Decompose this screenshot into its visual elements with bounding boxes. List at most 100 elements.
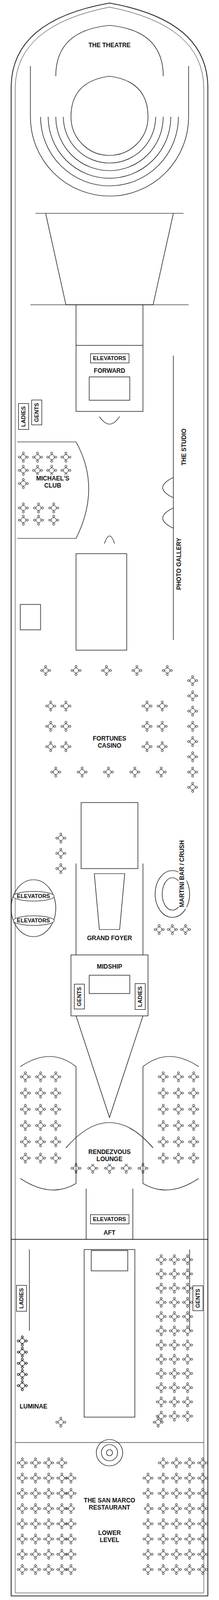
- table-symbol: [48, 668, 51, 671]
- table-symbol: [161, 699, 164, 702]
- table-symbol: [50, 1122, 53, 1125]
- table-symbol: [19, 1380, 25, 1386]
- table-symbol: [173, 1280, 176, 1283]
- table-symbol: [30, 1535, 33, 1538]
- table-symbol: [192, 1535, 195, 1538]
- table-symbol: [192, 1077, 195, 1080]
- table-symbol: [24, 1118, 27, 1121]
- room-label: LADIES: [18, 1285, 25, 1306]
- table-symbol: [60, 1539, 63, 1542]
- table-symbol: [129, 1164, 132, 1167]
- table-symbol: [54, 1093, 57, 1097]
- table-symbol: [155, 1416, 161, 1422]
- elevator-lobby: [11, 878, 56, 935]
- table-symbol: [181, 1073, 184, 1076]
- table-symbol: [173, 1351, 176, 1354]
- table-symbol: [166, 1106, 169, 1109]
- table-symbol: [175, 1454, 178, 1457]
- table-symbol: [169, 1312, 172, 1316]
- table-symbol: [137, 1164, 140, 1167]
- table-symbol: [184, 1519, 187, 1522]
- table-symbol: [190, 1312, 193, 1316]
- table-symbol: [40, 455, 43, 458]
- table-symbol: [164, 1412, 167, 1415]
- table-symbol: [186, 1260, 189, 1263]
- table-symbol: [50, 1154, 53, 1157]
- table-symbol: [54, 1102, 57, 1105]
- table-symbol: [17, 1370, 20, 1373]
- table-symbol: [186, 1365, 189, 1368]
- table-symbol: [28, 1138, 31, 1141]
- table-symbol: [46, 1487, 52, 1493]
- table-symbol: [188, 926, 191, 929]
- table-symbol: [162, 926, 165, 929]
- table-symbol: [196, 1154, 199, 1157]
- table-symbol: [34, 1523, 37, 1526]
- table-symbol: [192, 1102, 195, 1105]
- table-symbol: [166, 664, 169, 667]
- table-symbol: [43, 1089, 46, 1092]
- table-symbol: [145, 1503, 151, 1509]
- table-symbol: [175, 1493, 178, 1496]
- table-symbol: [164, 1327, 167, 1330]
- table-symbol: [160, 1288, 163, 1291]
- table-symbol: [142, 1535, 145, 1538]
- table-symbol: [171, 1489, 174, 1492]
- table-symbol: [103, 666, 109, 672]
- table-symbol: [181, 1089, 184, 1092]
- table-symbol: [17, 1348, 20, 1351]
- table-symbol: [21, 1333, 24, 1336]
- table-symbol: [39, 1158, 42, 1161]
- table-symbol: [22, 477, 25, 480]
- table-symbol: [188, 1138, 191, 1141]
- table-symbol: [159, 722, 165, 728]
- table-symbol: [25, 1504, 28, 1507]
- table-symbol: [32, 1518, 39, 1524]
- table-symbol: [58, 1154, 61, 1157]
- table-symbol: [145, 1548, 151, 1554]
- table-symbol: [173, 1487, 179, 1493]
- table-symbol: [52, 514, 55, 517]
- table-symbol: [162, 1470, 165, 1473]
- table-symbol: [164, 1256, 167, 1259]
- table-symbol: [63, 742, 69, 748]
- table-symbol: [34, 1515, 37, 1518]
- table-symbol: [56, 1519, 59, 1522]
- table-symbol: [151, 1504, 154, 1507]
- table-symbol: [32, 455, 35, 458]
- table-symbol: [22, 459, 25, 462]
- table-symbol: [158, 1268, 164, 1274]
- table-symbol: [19, 1518, 25, 1524]
- table-symbol: [151, 1565, 154, 1568]
- table-symbol: [20, 504, 26, 510]
- table-symbol: [85, 769, 88, 772]
- table-symbol: [188, 1073, 191, 1076]
- table-symbol: [68, 723, 71, 726]
- table-symbol: [197, 1504, 200, 1507]
- table-symbol: [19, 1548, 25, 1554]
- table-symbol: [43, 1519, 46, 1522]
- table-symbol: [187, 754, 190, 757]
- room-label: ELEVATORS: [92, 354, 126, 361]
- table-symbol: [160, 1388, 163, 1391]
- table-symbol: [160, 1351, 163, 1354]
- table-symbol: [30, 1474, 33, 1477]
- room-label: GENTS: [76, 984, 83, 1005]
- table-symbol: [105, 672, 108, 675]
- table-symbol: [183, 925, 189, 931]
- table-symbol: [55, 835, 58, 838]
- table-symbol: [171, 1339, 177, 1345]
- table-symbol: [187, 1518, 193, 1524]
- table-symbol: [38, 1104, 44, 1110]
- table-symbol: [186, 1373, 189, 1376]
- table-symbol: [201, 1493, 204, 1496]
- table-symbol: [186, 1379, 189, 1382]
- table-symbol: [166, 1535, 169, 1538]
- table-symbol: [144, 722, 150, 728]
- table-symbol: [34, 1508, 37, 1511]
- table-symbol: [37, 522, 40, 525]
- arch: [104, 534, 115, 543]
- table-symbol: [21, 1341, 24, 1344]
- table-symbol: [161, 740, 164, 743]
- table-symbol: [205, 1489, 208, 1492]
